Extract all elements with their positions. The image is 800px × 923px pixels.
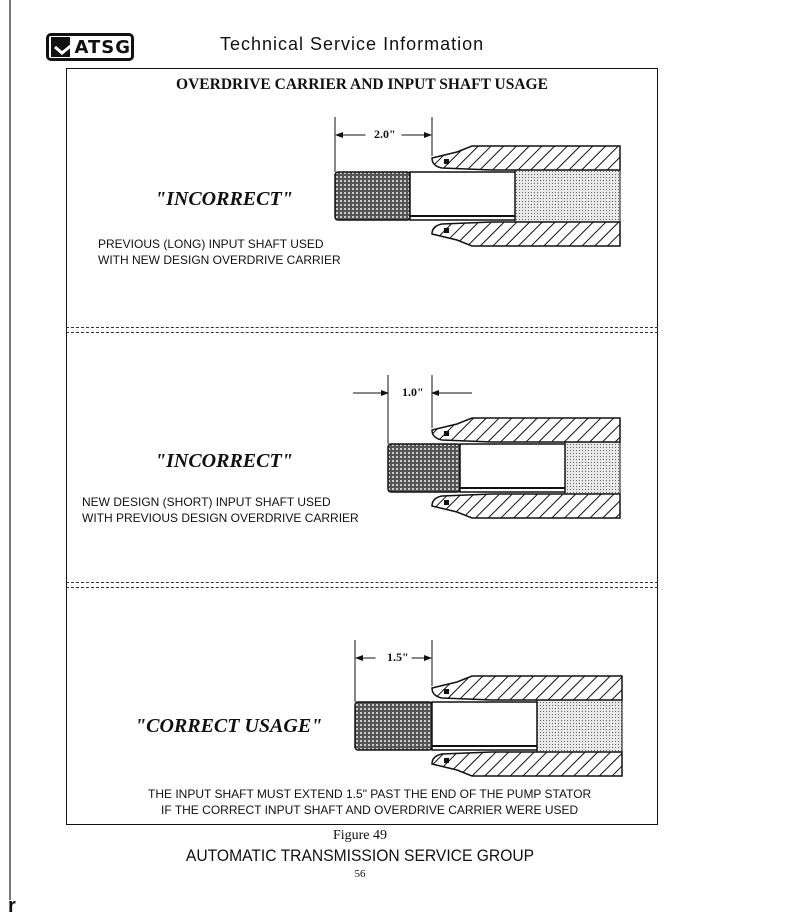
input-shaft (431, 701, 538, 751)
seal-ring (444, 758, 449, 763)
figure-frame (66, 68, 658, 825)
shaft-splines (334, 171, 411, 221)
input-shaft (409, 171, 516, 221)
section-verdict-label: "CORRECT USAGE" (135, 715, 323, 737)
section-divider (66, 582, 658, 588)
input-shaft (459, 443, 566, 493)
housing-bottom-wall (431, 493, 621, 519)
housing-top-wall (431, 675, 623, 701)
housing-bottom-wall (431, 221, 621, 247)
scan-edge-line (9, 0, 11, 900)
section-verdict-label: "INCORRECT" (155, 450, 293, 472)
checkmark-icon (51, 37, 79, 57)
carrier-bore (536, 699, 623, 753)
page-number: 56 (354, 868, 366, 880)
figure-caption: Figure 49 (332, 828, 388, 843)
seal-ring (444, 500, 449, 505)
caption-line: WITH NEW DESIGN OVERDRIVE CARRIER (98, 253, 341, 267)
dimension-value: 1.5" (385, 650, 411, 665)
caption-line: PREVIOUS (LONG) INPUT SHAFT USED (98, 237, 324, 251)
document-title: OVERDRIVE CARRIER AND INPUT SHAFT USAGE (176, 76, 548, 93)
section-caption: PREVIOUS (LONG) INPUT SHAFT USED WITH NEW… (98, 236, 341, 268)
caption-line: IF THE CORRECT INPUT SHAFT AND OVERDRIVE… (161, 803, 579, 817)
section-divider (66, 327, 658, 333)
footer-organization: AUTOMATIC TRANSMISSION SERVICE GROUP (185, 846, 535, 865)
caption-line: WITH PREVIOUS DESIGN OVERDRIVE CARRIER (82, 511, 359, 525)
carrier-bore (514, 169, 621, 223)
dimension-value: 1.0" (400, 385, 426, 400)
seal-ring (444, 431, 449, 436)
header-title: Technical Service Information (220, 34, 485, 54)
caption-line: THE INPUT SHAFT MUST EXTEND 1.5" PAST TH… (148, 787, 592, 801)
seal-ring (444, 159, 449, 164)
caption-line: NEW DESIGN (SHORT) INPUT SHAFT USED (82, 495, 331, 509)
dimension-value: 2.0" (372, 127, 398, 142)
housing-bottom-wall (431, 751, 623, 777)
seal-ring (444, 228, 449, 233)
section-verdict-label: "INCORRECT" (155, 188, 293, 210)
seal-ring (444, 689, 449, 694)
corner-mark: r (8, 895, 16, 917)
housing-top-wall (431, 145, 621, 171)
section-caption: THE INPUT SHAFT MUST EXTEND 1.5" PAST TH… (148, 786, 591, 818)
atsg-logo: ATSG (46, 33, 134, 61)
shaft-splines (354, 701, 433, 751)
housing-top-wall (431, 417, 621, 443)
carrier-bore (564, 441, 621, 495)
shaft-splines (387, 443, 461, 493)
section-caption: NEW DESIGN (SHORT) INPUT SHAFT USED WITH … (82, 494, 359, 526)
